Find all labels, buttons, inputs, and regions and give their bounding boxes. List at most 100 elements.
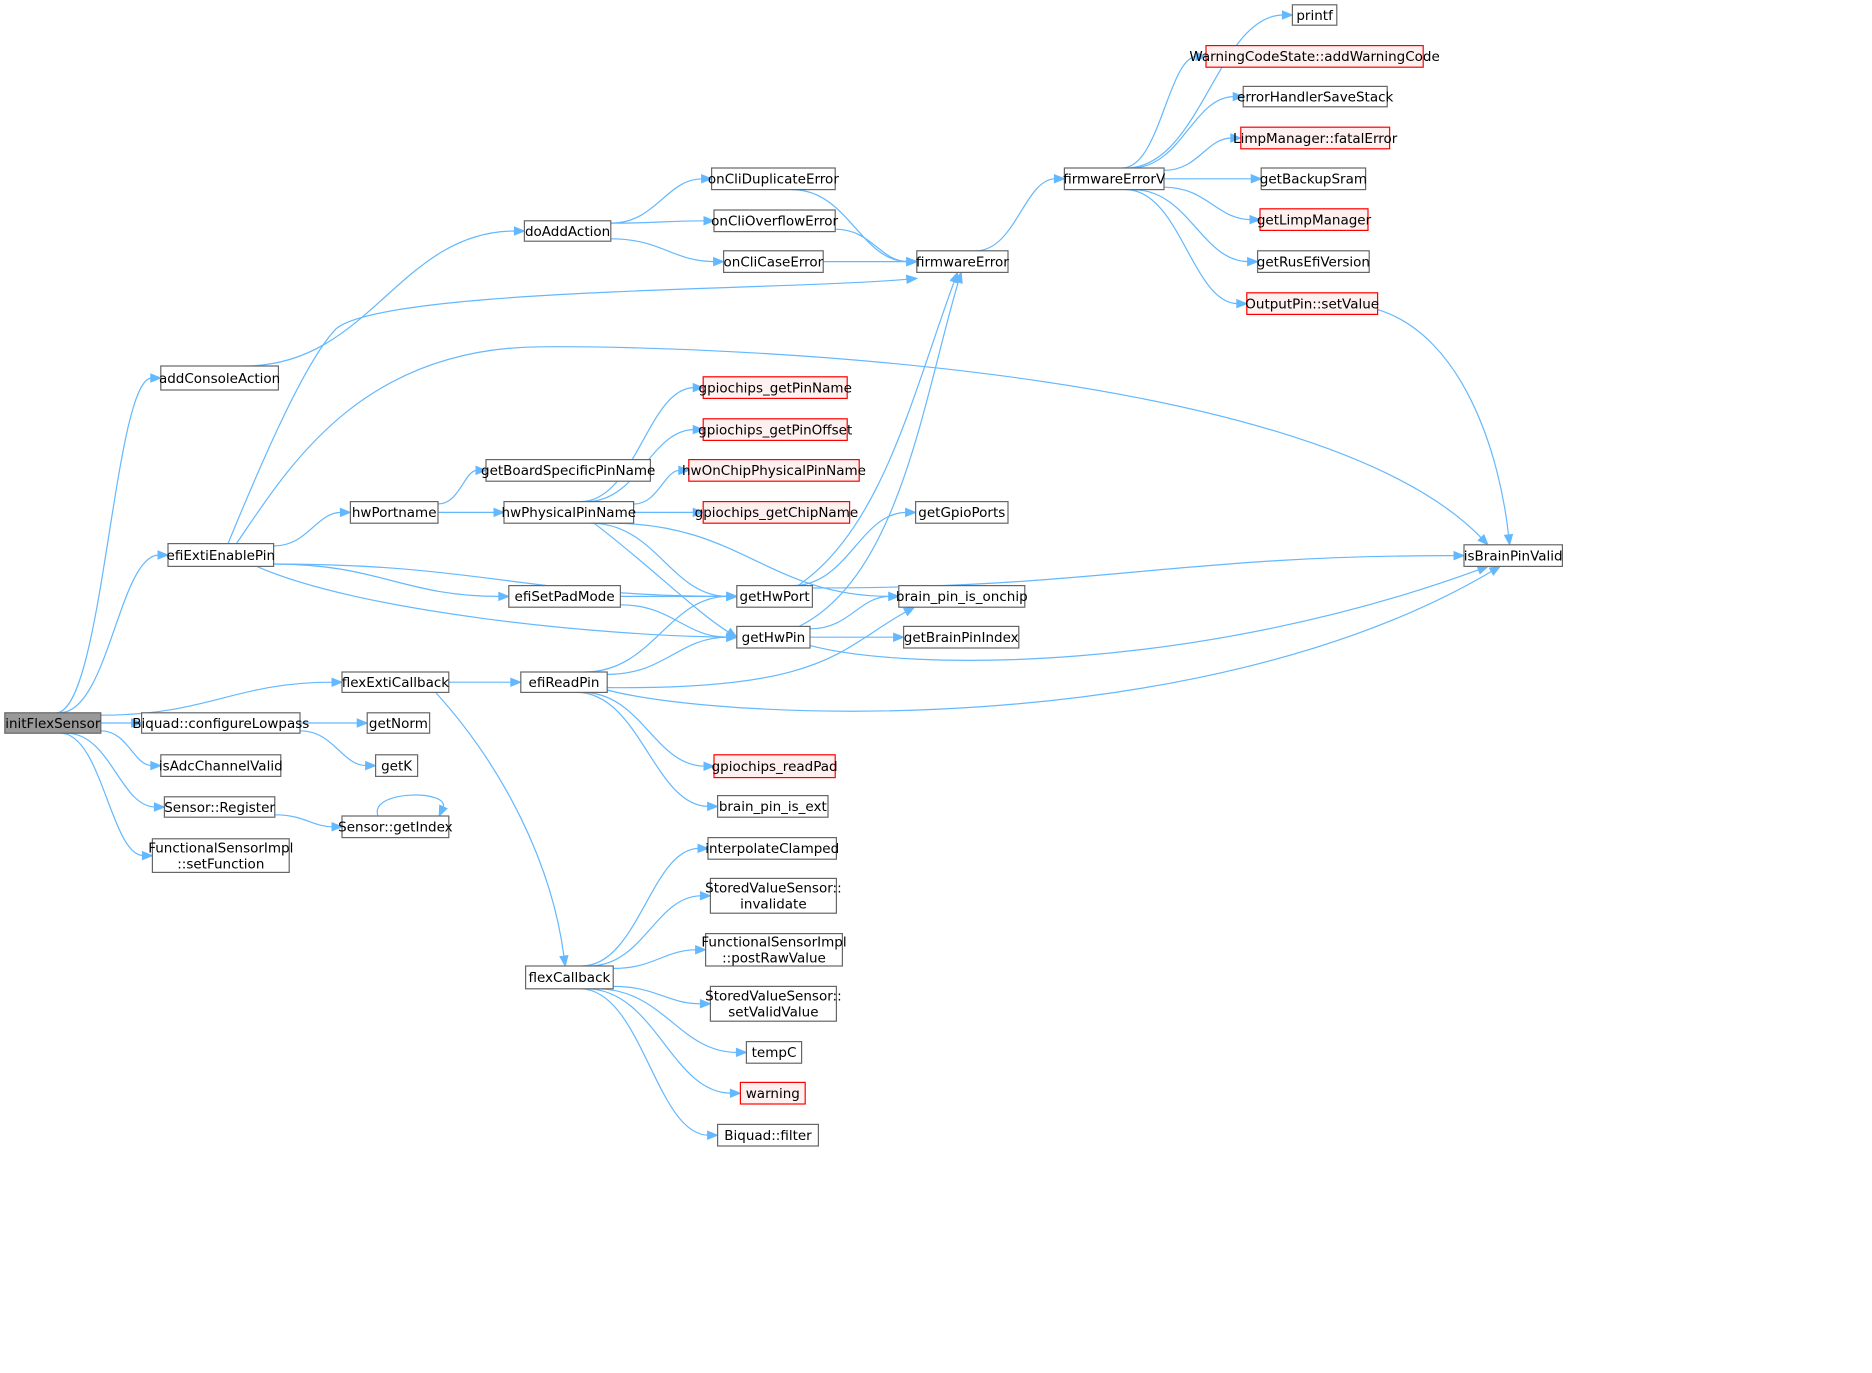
node-box[interactable] — [736, 584, 813, 608]
node-box[interactable] — [716, 794, 829, 818]
node-box[interactable] — [916, 250, 1009, 274]
node-onCliDuplicateError[interactable]: onCliDuplicateError — [708, 167, 839, 191]
node-box[interactable] — [163, 796, 276, 818]
node-sensorGetIndex[interactable]: Sensor::getIndex — [338, 815, 453, 839]
node-addWarningCode[interactable]: WarningCodeState::addWarningCode — [1189, 44, 1440, 68]
node-setValidValue[interactable]: StoredValueSensor::setValidValue — [705, 985, 842, 1022]
node-efiExtiEnablePin[interactable]: efiExtiEnablePin — [167, 542, 276, 567]
node-hwPhysicalPinName[interactable]: hwPhysicalPinName — [502, 501, 637, 524]
node-firmwareError[interactable]: firmwareError — [916, 250, 1009, 274]
node-box[interactable] — [1256, 250, 1370, 274]
node-gpiochips_readPad[interactable]: gpiochips_readPad — [712, 754, 838, 779]
node-gpiochips_getChipName[interactable]: gpiochips_getChipName — [695, 501, 859, 524]
node-getBoardSpecificPinName[interactable]: getBoardSpecificPinName — [481, 459, 655, 482]
node-box[interactable] — [707, 836, 837, 860]
node-box[interactable] — [4, 712, 102, 734]
node-box[interactable] — [745, 1040, 803, 1064]
node-brain_pin_is_ext[interactable]: brain_pin_is_ext — [716, 794, 829, 818]
node-box[interactable] — [485, 459, 651, 482]
node-box[interactable] — [710, 167, 836, 191]
node-box[interactable] — [1240, 126, 1391, 150]
node-box[interactable] — [1291, 4, 1338, 26]
node-hwOnChipPhysicalPinName[interactable]: hwOnChipPhysicalPinName — [682, 459, 866, 482]
node-box[interactable] — [524, 965, 614, 990]
node-getNorm[interactable]: getNorm — [366, 712, 431, 734]
node-tempC[interactable]: tempC — [745, 1040, 803, 1064]
node-setFunction[interactable]: FunctionalSensorImpl::setFunction — [148, 838, 293, 873]
node-gpiochips_getPinOffset[interactable]: gpiochips_getPinOffset — [698, 418, 852, 441]
node-getBrainPinIndex[interactable]: getBrainPinIndex — [902, 625, 1020, 649]
node-box[interactable] — [366, 712, 431, 734]
node-box[interactable] — [141, 712, 301, 734]
node-box[interactable] — [1260, 167, 1367, 191]
node-box[interactable] — [713, 209, 836, 233]
node-initFlexSensor[interactable]: initFlexSensor — [4, 712, 102, 734]
node-warning[interactable]: warning — [739, 1081, 806, 1105]
node-box[interactable] — [341, 815, 450, 839]
node-sensorRegister[interactable]: Sensor::Register — [163, 796, 276, 818]
node-postRawValue[interactable]: FunctionalSensorImpl::postRawValue — [701, 932, 847, 967]
node-box[interactable] — [1063, 167, 1165, 191]
node-box[interactable] — [503, 501, 635, 524]
node-box[interactable] — [520, 671, 608, 693]
node-box[interactable] — [349, 501, 439, 524]
node-flexCallback[interactable]: flexCallback — [524, 965, 614, 990]
node-box[interactable] — [736, 625, 811, 649]
node-box[interactable] — [739, 1081, 806, 1105]
node-errorHandlerSaveStack[interactable]: errorHandlerSaveStack — [1237, 85, 1394, 108]
node-printf[interactable]: printf — [1291, 4, 1338, 26]
node-setValue[interactable]: OutputPin::setValue — [1245, 292, 1379, 315]
node-box[interactable] — [704, 932, 843, 967]
node-efiReadPin[interactable]: efiReadPin — [520, 671, 608, 693]
node-fatalError[interactable]: LimpManager::fatalError — [1233, 126, 1398, 150]
node-flexExtiCallback[interactable]: flexExtiCallback — [341, 671, 450, 693]
node-box[interactable] — [341, 671, 450, 693]
node-box[interactable] — [709, 985, 838, 1022]
node-box[interactable] — [702, 376, 848, 399]
node-box[interactable] — [160, 365, 280, 391]
node-getRusEfiVersion[interactable]: getRusEfiVersion — [1256, 250, 1370, 274]
node-addConsoleAction[interactable]: addConsoleAction — [159, 365, 280, 391]
node-box[interactable] — [1242, 85, 1388, 108]
node-firmwareErrorV[interactable]: firmwareErrorV — [1063, 167, 1166, 191]
node-box[interactable] — [702, 418, 848, 441]
node-box[interactable] — [508, 584, 621, 608]
node-box[interactable] — [898, 584, 1026, 608]
node-box[interactable] — [722, 250, 824, 274]
node-box[interactable] — [716, 1123, 819, 1147]
node-gpiochips_getPinName[interactable]: gpiochips_getPinName — [699, 376, 852, 399]
node-isBrainPinValid[interactable]: isBrainPinValid — [1463, 544, 1564, 567]
node-box[interactable] — [709, 877, 838, 914]
node-box[interactable] — [167, 542, 275, 567]
node-interpolateClamped[interactable]: interpolateClamped — [705, 836, 839, 860]
node-box[interactable] — [160, 754, 282, 777]
node-box[interactable] — [702, 501, 851, 524]
node-box[interactable] — [1205, 44, 1424, 68]
node-onCliCaseError[interactable]: onCliCaseError — [722, 250, 824, 274]
node-box[interactable] — [1259, 208, 1369, 232]
node-efiSetPadMode[interactable]: efiSetPadMode — [508, 584, 621, 608]
node-biquadFilter[interactable]: Biquad::filter — [716, 1123, 819, 1147]
node-configureLowpass[interactable]: Biquad::configureLowpass — [132, 712, 309, 734]
node-box[interactable] — [375, 754, 419, 777]
node-getK[interactable]: getK — [375, 754, 419, 777]
node-box[interactable] — [523, 220, 612, 242]
node-getHwPort[interactable]: getHwPort — [736, 584, 813, 608]
node-box[interactable] — [688, 459, 860, 482]
node-getHwPin[interactable]: getHwPin — [736, 625, 811, 649]
node-invalidate[interactable]: StoredValueSensor::invalidate — [705, 877, 842, 914]
node-isAdcChannelValid[interactable]: isAdcChannelValid — [159, 754, 283, 777]
node-onCliOverflowError[interactable]: onCliOverflowError — [711, 209, 839, 233]
node-getLimpManager[interactable]: getLimpManager — [1257, 208, 1372, 232]
node-box[interactable] — [151, 838, 290, 873]
node-getBackupSram[interactable]: getBackupSram — [1260, 167, 1367, 191]
node-box[interactable] — [902, 625, 1020, 649]
node-hwPortname[interactable]: hwPortname — [349, 501, 439, 524]
node-box[interactable] — [1246, 292, 1379, 315]
node-getGpioPorts[interactable]: getGpioPorts — [914, 501, 1009, 524]
node-box[interactable] — [1463, 544, 1564, 567]
node-brain_pin_is_onchip[interactable]: brain_pin_is_onchip — [896, 584, 1028, 608]
node-box[interactable] — [914, 501, 1009, 524]
node-doAddAction[interactable]: doAddAction — [523, 220, 612, 242]
node-box[interactable] — [713, 754, 836, 779]
